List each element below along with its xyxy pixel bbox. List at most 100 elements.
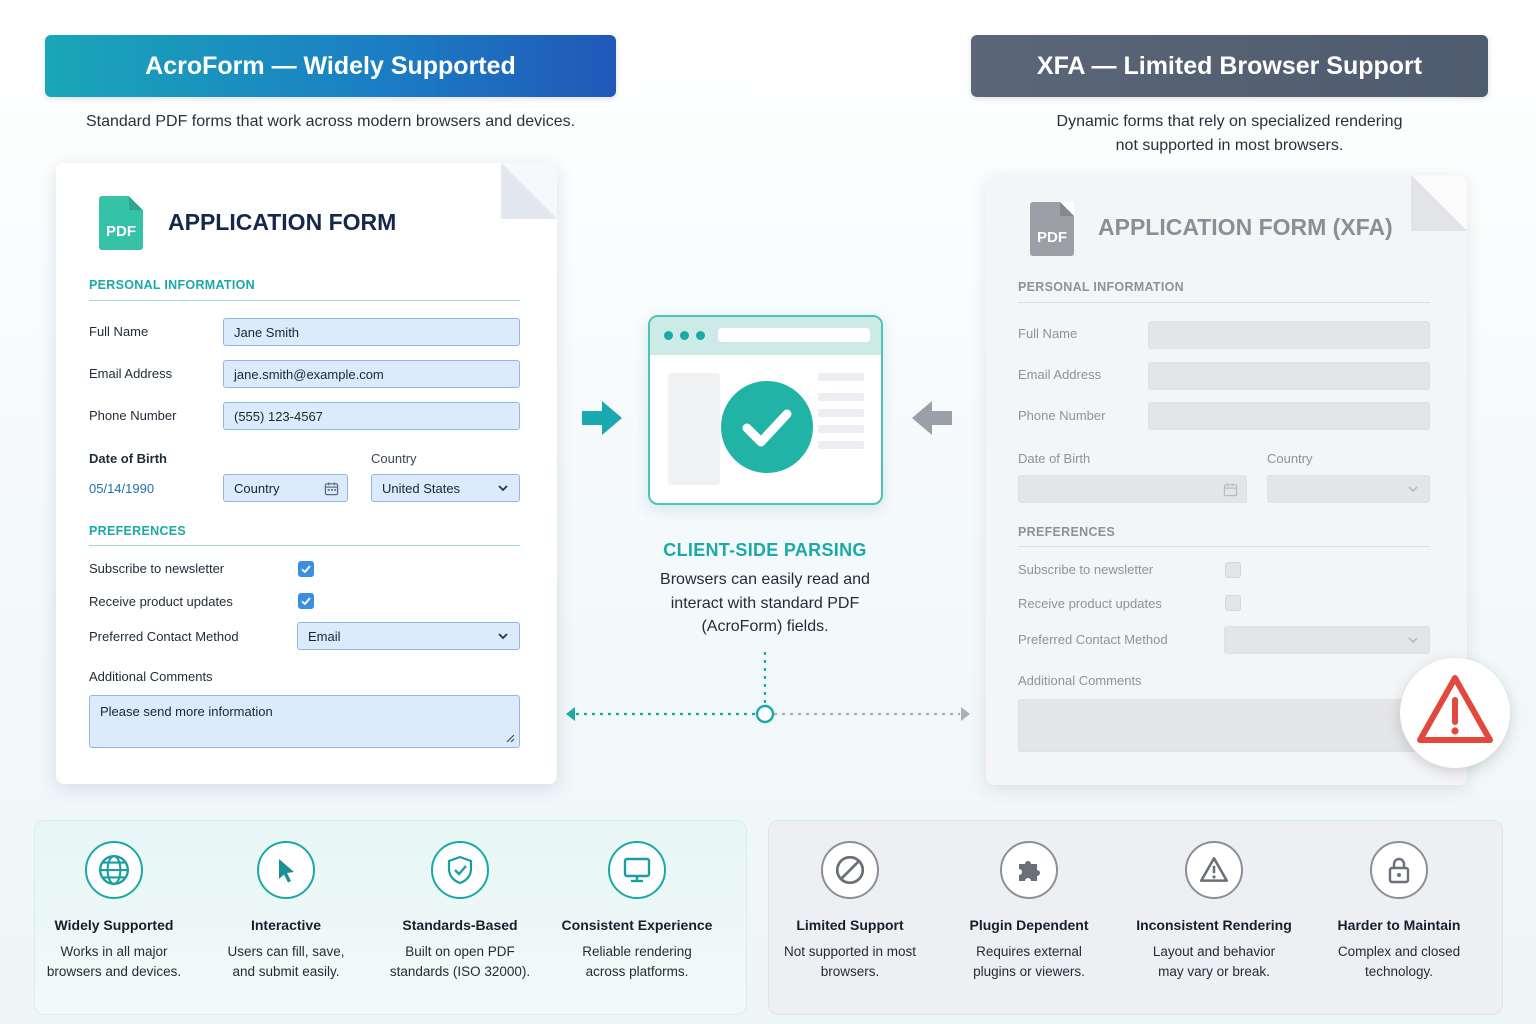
feature-title: Consistent Experience	[561, 917, 713, 933]
email-label: Email Address	[89, 366, 173, 381]
xfa-subtitle-line-2: not supported in most browsers.	[1115, 137, 1344, 154]
country-label: Country	[371, 451, 417, 466]
contact-method-select[interactable]: Email	[297, 622, 520, 650]
connector-lines	[566, 652, 970, 724]
center-text-line-2: interact with standard PDF	[670, 594, 860, 612]
newsletter-label: Subscribe to newsletter	[1018, 562, 1154, 577]
xfa-card: PDF APPLICATION FORM (XFA) PERSONAL INFO…	[986, 175, 1467, 785]
updates-checkbox[interactable]	[298, 593, 314, 609]
full-name-label: Full Name	[1018, 326, 1078, 341]
feature-title: Limited Support	[796, 917, 904, 933]
dob-label: Date of Birth	[89, 451, 167, 466]
comments-label: Additional Comments	[1018, 673, 1142, 688]
feature-desc-line: across platforms.	[585, 964, 689, 979]
feature-desc-line: Complex and closed	[1337, 944, 1461, 959]
newsletter-checkbox-disabled	[1225, 562, 1241, 578]
phone-input[interactable]: (555) 123-4567	[223, 402, 520, 430]
text-line-placeholder	[818, 425, 864, 433]
pdf-file-icon: PDF	[1030, 202, 1074, 256]
cursor-icon	[257, 841, 315, 899]
dob-value: 05/14/1990	[89, 481, 155, 496]
section-preferences: PREFERENCES	[89, 524, 187, 538]
calendar-icon	[1223, 483, 1238, 497]
feature-consistent-experience: Consistent Experience Reliable rendering…	[552, 841, 722, 982]
feature-title: Harder to Maintain	[1337, 917, 1461, 933]
newsletter-checkbox[interactable]	[298, 561, 314, 577]
feature-desc-line: and submit easily.	[232, 964, 340, 979]
contact-method-label: Preferred Contact Method	[1018, 632, 1168, 647]
country-label: Country	[1267, 451, 1313, 466]
address-bar	[718, 328, 870, 342]
calendar-icon[interactable]	[324, 481, 339, 496]
newsletter-label: Subscribe to newsletter	[89, 561, 225, 576]
form-title: APPLICATION FORM (XFA)	[1098, 214, 1393, 240]
section-divider	[89, 545, 520, 546]
form-title: APPLICATION FORM	[168, 209, 397, 235]
feature-desc-line: Not supported in most	[783, 944, 917, 959]
country-select-disabled	[1267, 475, 1430, 503]
section-divider	[1018, 302, 1430, 303]
feature-desc-line: standards (ISO 32000).	[389, 964, 531, 979]
feature-interactive: Interactive Users can fill, save,and sub…	[201, 841, 371, 982]
comments-value: Please send more information	[100, 704, 273, 719]
chevron-down-icon	[498, 485, 508, 492]
country-select[interactable]: United States	[371, 474, 520, 502]
shield-check-icon	[431, 841, 489, 899]
phone-label: Phone Number	[89, 408, 177, 423]
contact-method-label: Preferred Contact Method	[89, 629, 239, 644]
feature-desc-line: browsers and devices.	[46, 964, 182, 979]
email-input-disabled	[1148, 362, 1430, 390]
text-line-placeholder	[818, 393, 864, 401]
section-divider	[89, 300, 520, 301]
text-line-placeholder	[818, 373, 864, 381]
feature-inconsistent-rendering: Inconsistent Rendering Layout and behavi…	[1129, 841, 1299, 982]
feature-title: Widely Supported	[54, 917, 174, 933]
dob-label: Date of Birth	[1018, 451, 1091, 466]
comments-textarea-disabled	[1018, 699, 1430, 752]
comments-label: Additional Comments	[89, 669, 213, 684]
text-line-placeholder	[818, 441, 864, 449]
puzzle-icon	[1000, 841, 1058, 899]
updates-label: Receive product updates	[89, 594, 233, 609]
warning-icon	[1185, 841, 1243, 899]
date-input-text: Country	[234, 480, 280, 496]
feature-description: Built on open PDF standards (ISO 32000).	[375, 942, 545, 982]
acroform-subtitle: Standard PDF forms that work across mode…	[85, 113, 576, 130]
monitor-icon	[608, 841, 666, 899]
page-fold	[501, 163, 557, 219]
checkmark-icon	[301, 565, 311, 574]
email-label: Email Address	[1018, 367, 1102, 382]
xfa-banner: XFA — Limited Browser Support	[971, 35, 1488, 97]
window-dot-icon	[680, 331, 689, 340]
text-line-placeholder	[818, 409, 864, 417]
window-dot-icon	[664, 331, 673, 340]
resize-handle-icon[interactable]	[505, 733, 515, 743]
chevron-down-icon	[1408, 486, 1418, 493]
feature-description: Users can fill, save,and submit easily.	[201, 942, 371, 982]
feature-desc-line: Requires external	[976, 944, 1082, 959]
arrow-right-icon	[582, 401, 622, 435]
feature-title: Standards-Based	[402, 917, 518, 933]
feature-desc-line: may vary or break.	[1158, 964, 1270, 979]
feature-desc-line: Built on open PDF	[405, 944, 515, 959]
warning-icon	[1417, 675, 1493, 743]
globe-icon	[85, 841, 143, 899]
date-input-disabled	[1018, 475, 1247, 503]
warning-badge	[1400, 658, 1510, 768]
full-name-input[interactable]: Jane Smith	[223, 318, 520, 346]
page-fold	[1411, 175, 1467, 231]
feature-desc-line: Reliable rendering	[582, 944, 692, 959]
comments-textarea[interactable]: Please send more information	[89, 695, 520, 748]
section-personal-information: PERSONAL INFORMATION	[1018, 280, 1184, 294]
arrow-left-icon	[912, 401, 952, 435]
phone-input-disabled	[1148, 402, 1430, 430]
date-input[interactable]: Country	[223, 474, 348, 502]
browser-window	[648, 315, 883, 505]
email-input[interactable]: jane.smith@example.com	[223, 360, 520, 388]
center-text-line-3: (AcroForm) fields.	[701, 618, 829, 635]
